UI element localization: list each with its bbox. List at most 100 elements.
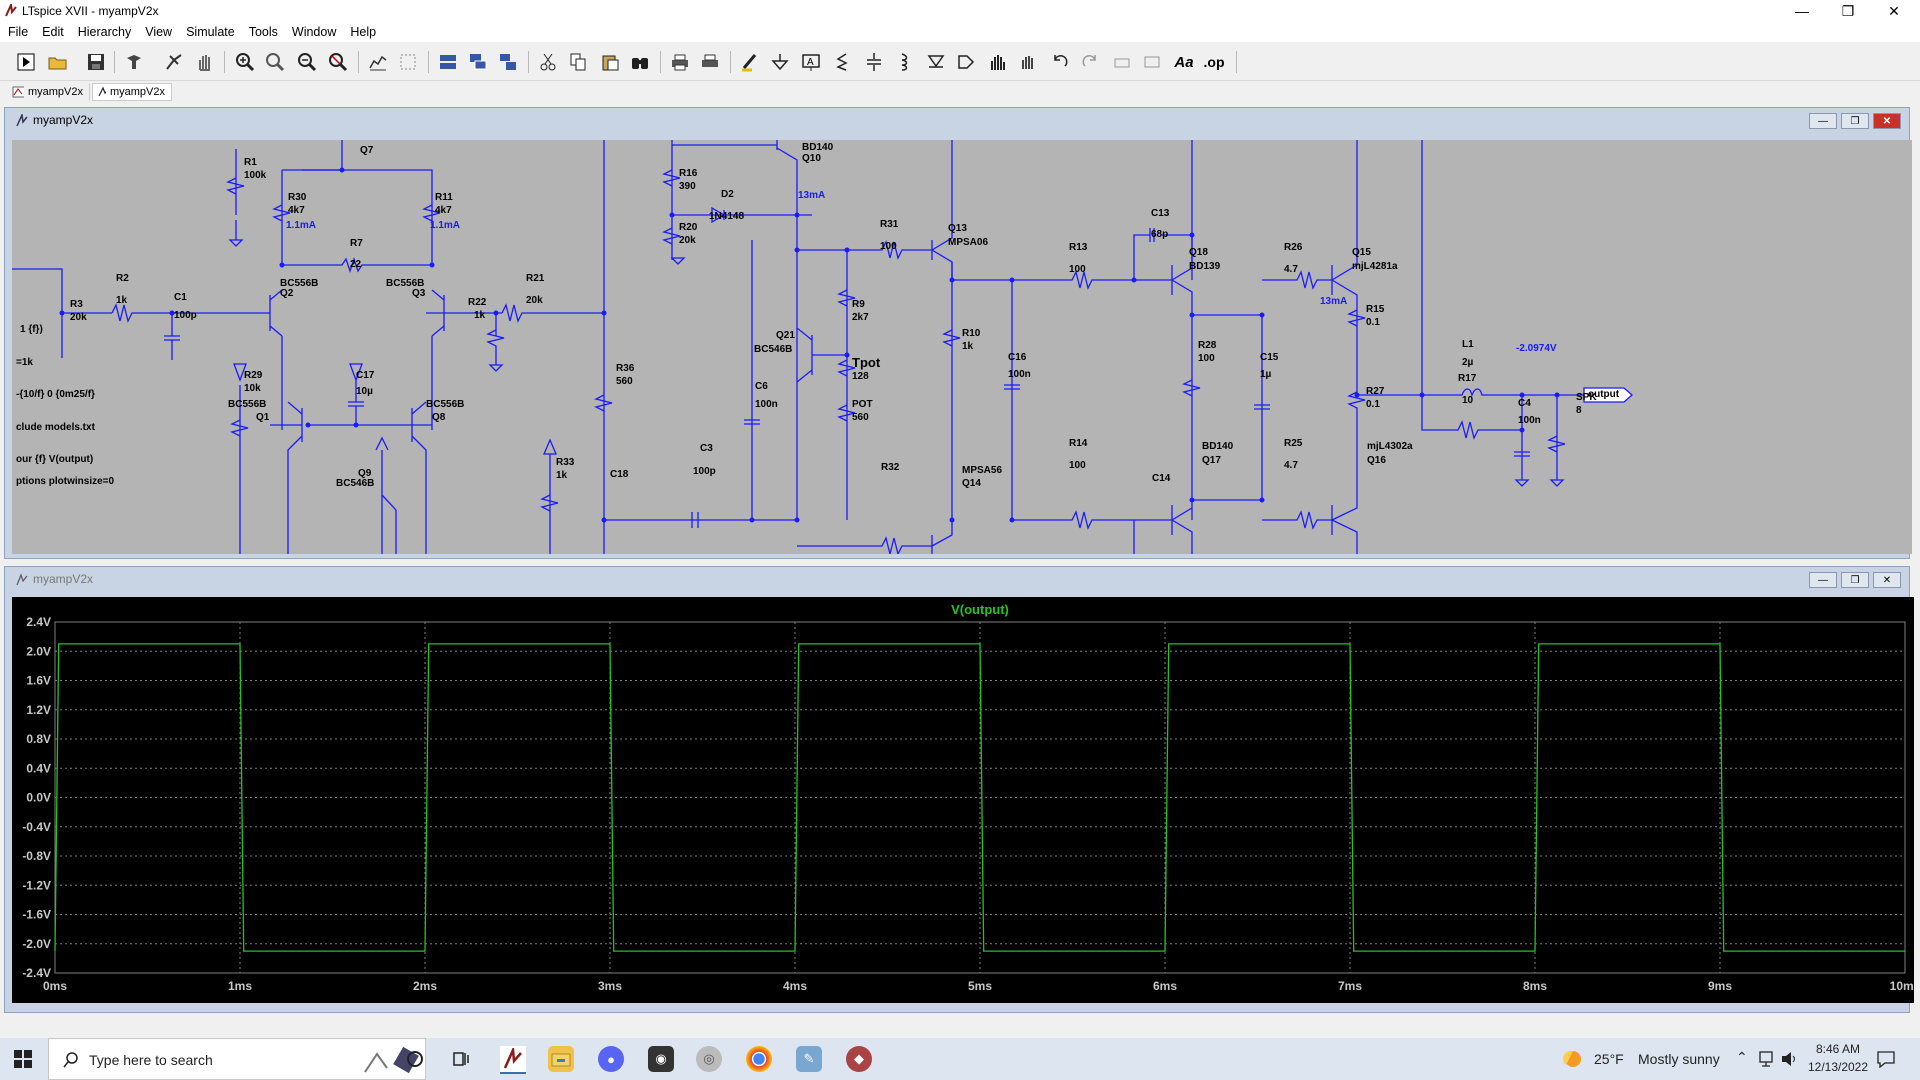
control-panel-icon[interactable] [122,50,146,74]
volume-icon[interactable] [1780,1050,1798,1068]
close-button[interactable]: ✕ [1888,2,1900,19]
output-flag [1583,387,1633,403]
task-view-icon[interactable] [452,1050,472,1068]
cascade-icon[interactable] [466,50,490,74]
schematic-label: 100 [1198,353,1215,364]
mirror-icon[interactable] [1140,50,1164,74]
capacitor-icon[interactable] [862,50,886,74]
save-icon[interactable] [84,50,108,74]
schematic-label: BC556B [228,399,267,410]
label-net-icon[interactable]: A [799,50,823,74]
clock-time[interactable]: 8:46 AM [1815,1042,1861,1056]
menu-hierarchy[interactable]: Hierarchy [77,25,132,39]
weather-temperature[interactable]: 25°F [1594,1051,1624,1067]
network-icon[interactable] [1758,1050,1774,1068]
clock-date[interactable]: 12/13/2022 [1807,1060,1869,1074]
schematic-label: SPK [1576,392,1597,403]
menu-simulate[interactable]: Simulate [186,25,235,39]
app-icon-dark[interactable]: ◉ [648,1046,674,1072]
ground-icon[interactable] [768,50,792,74]
disc-app-icon[interactable]: ◎ [696,1046,722,1072]
file-explorer-icon[interactable] [548,1046,574,1072]
x-tick-label: 2ms [413,979,437,993]
chrome-icon[interactable] [746,1046,772,1072]
restore-button[interactable]: ❐ [1841,2,1855,19]
schematic-label: R3 [70,299,83,310]
inductor-icon[interactable] [892,50,916,74]
print-preview-icon[interactable] [698,50,722,74]
ltspice-taskbar-icon[interactable] [500,1046,526,1074]
schematic-minimize-button[interactable]: — [1809,113,1837,129]
schematic-label: R27 [1366,386,1385,397]
schematic-label: =1k [16,357,33,368]
chevron-up-icon[interactable]: ⌃ [1736,1049,1748,1065]
discord-icon[interactable]: ● [598,1046,624,1072]
menu-file[interactable]: File [8,25,29,39]
schematic-close-button[interactable]: ✕ [1873,113,1901,129]
tile-vertical-icon[interactable] [496,50,520,74]
find-icon[interactable] [628,50,652,74]
run-icon[interactable] [14,50,38,74]
schematic-label: 1k [962,341,974,352]
schematic-label: C14 [1152,473,1171,484]
wire-icon[interactable] [738,50,762,74]
zoom-in-icon[interactable] [233,50,257,74]
waveform-plot[interactable]: 0ms1ms2ms3ms4ms5ms6ms7ms8ms9ms10ms2.4V2.… [12,597,1914,1003]
tab-schematic[interactable]: myampV2x [8,83,90,101]
zoom-out-icon[interactable] [295,50,319,74]
waveform-minimize-button[interactable]: — [1809,572,1837,588]
waveform-restore-button[interactable]: ❐ [1841,572,1869,588]
print-icon[interactable] [668,50,692,74]
schematic-restore-button[interactable]: ❐ [1841,113,1869,129]
menu-window[interactable]: Window [291,25,337,39]
weather-condition[interactable]: Mostly sunny [1638,1051,1720,1067]
zoom-area-icon[interactable] [263,50,287,74]
waveform-window-icon [16,573,28,586]
game-app-icon[interactable]: ◆ [846,1046,872,1072]
rotate-icon[interactable] [1110,50,1134,74]
menu-tools[interactable]: Tools [248,25,278,39]
schematic-label: C1 [174,292,187,303]
waveform-chart: 0ms1ms2ms3ms4ms5ms6ms7ms8ms9ms10ms2.4V2.… [22,602,1914,993]
x-tick-label: 6ms [1153,979,1177,993]
copy-icon[interactable] [566,50,590,74]
y-tick-label: -0.8V [22,849,51,863]
component-icon[interactable] [954,50,978,74]
waveform-close-button[interactable]: ✕ [1873,572,1901,588]
text-icon[interactable]: Aa [1174,53,1194,71]
schematic-label: R11 [435,192,453,203]
diode-icon[interactable] [924,50,948,74]
spice-directive-icon[interactable]: .op [1203,54,1225,70]
x-tick-label: 8ms [1523,979,1547,993]
schematic-label: C18 [610,469,629,480]
resistor-icon[interactable] [830,50,854,74]
search-box[interactable]: Type here to search [48,1038,426,1080]
tab-waveform[interactable]: myampV2x [92,83,172,101]
tile-horizontal-icon[interactable] [436,50,460,74]
schematic-label: 20k [70,312,87,323]
grid-icon[interactable] [396,50,420,74]
pan-icon[interactable] [193,50,217,74]
schematic-label: D2 [721,189,734,200]
move-icon[interactable] [986,50,1010,74]
halt-icon[interactable] [162,50,186,74]
undo-icon[interactable] [1048,50,1072,74]
autorange-icon[interactable] [366,50,390,74]
redo-icon[interactable] [1078,50,1102,74]
cut-icon[interactable] [536,50,560,74]
schematic-label: 100p [174,310,197,321]
menu-view[interactable]: View [145,25,173,39]
notepad-icon[interactable]: ✎ [796,1046,822,1072]
open-icon[interactable] [46,50,70,74]
schematic-label: 100p [693,466,716,477]
menu-edit[interactable]: Edit [42,25,64,39]
minimize-button[interactable]: — [1795,3,1809,19]
notification-icon[interactable] [1876,1050,1896,1068]
zoom-fit-icon[interactable] [326,50,350,74]
windows-start-icon[interactable] [14,1050,32,1068]
drag-icon[interactable] [1016,50,1040,74]
cortana-icon[interactable] [406,1050,424,1068]
menu-help[interactable]: Help [350,25,377,39]
paste-icon[interactable] [598,50,622,74]
